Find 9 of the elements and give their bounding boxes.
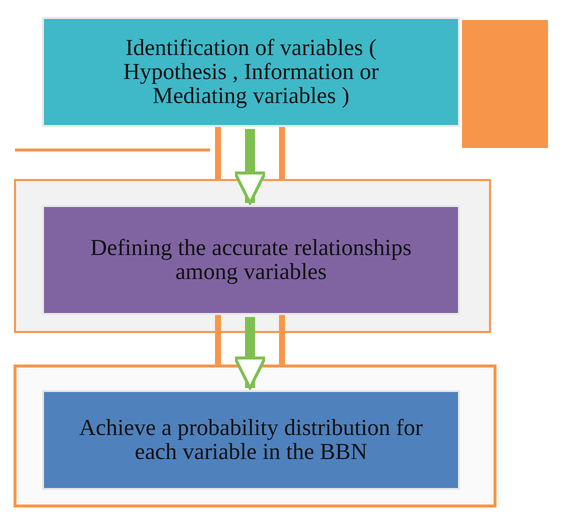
process-box [42,205,460,315]
box-text: Achieve a probability distribution for each variable in the BBN [78,416,424,464]
side-block [462,20,548,148]
process-box [42,390,460,490]
arrow [234,129,266,204]
process-box [42,17,460,127]
box-text: Defining the accurate relationships among variables [89,236,413,284]
arrow [234,317,266,390]
box-text: Identification of variables ( Hypothesis , Information or Mediating variables ) [122,36,380,108]
